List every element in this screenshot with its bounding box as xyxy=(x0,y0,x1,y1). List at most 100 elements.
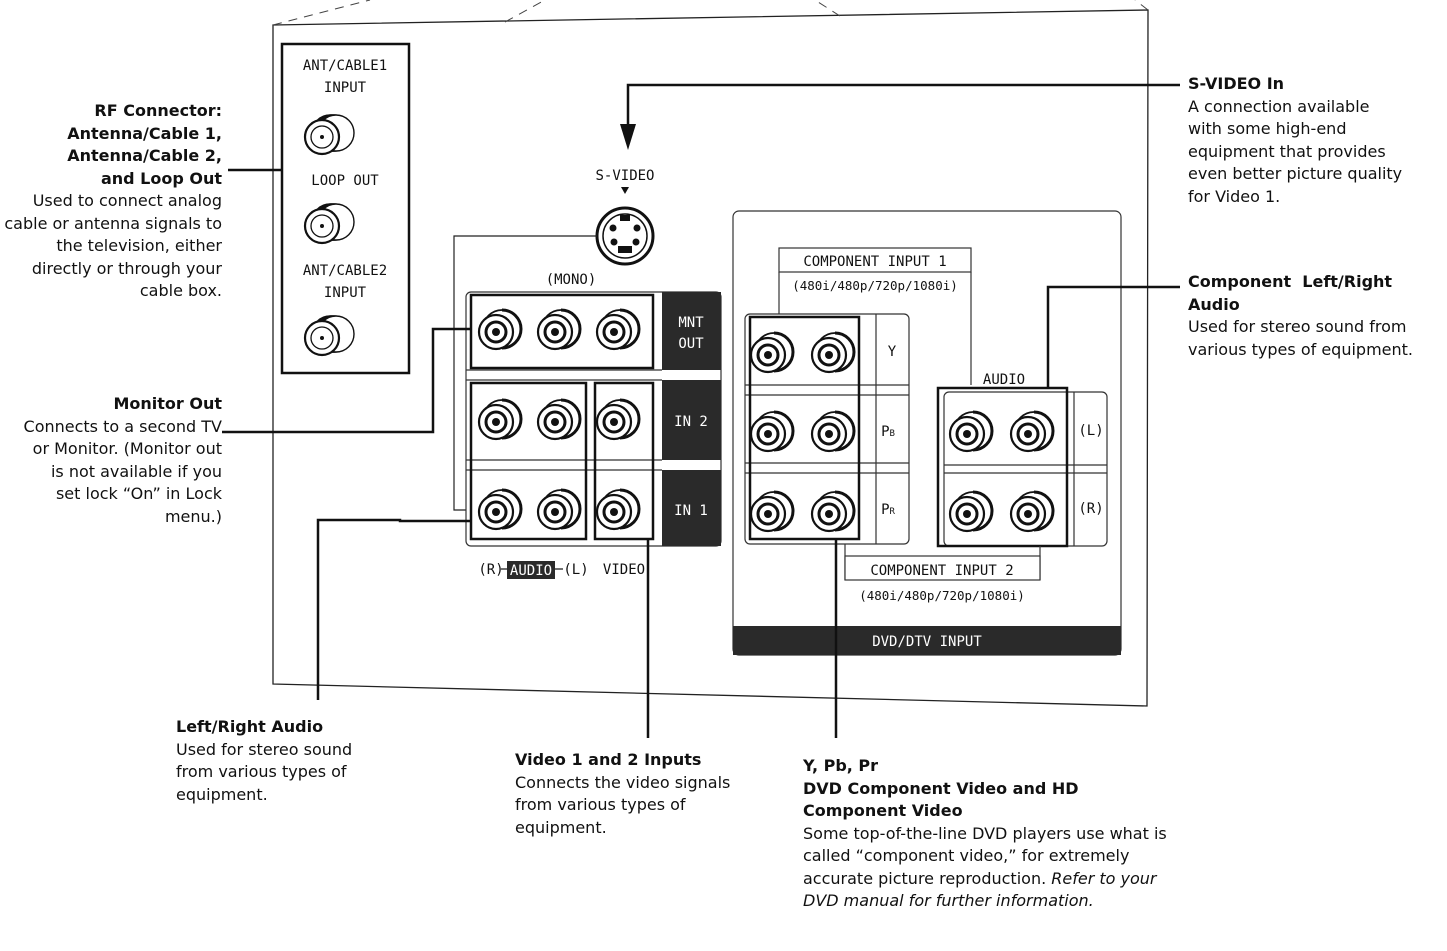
s-video-arrow-marker xyxy=(621,187,629,194)
rca-jack-icon xyxy=(477,308,523,351)
pb-label: PB xyxy=(881,424,895,440)
lr-audio-title: Left/Right Audio xyxy=(176,717,324,736)
pb-sub: B xyxy=(890,429,895,439)
rf-title-4: and Loop Out xyxy=(100,168,222,188)
audio-r-label: (R) xyxy=(478,562,503,578)
component-input-1-label: COMPONENT INPUT 1 xyxy=(803,254,946,270)
monitor-out-highlight xyxy=(469,293,655,370)
ypbpr-highlight xyxy=(748,315,861,541)
video-inputs-desc: Connects the video signals from various … xyxy=(515,772,731,837)
rca-jack-icon xyxy=(810,410,856,453)
pr-letter: P xyxy=(881,502,889,518)
ant-cable2-label-1: ANT/CABLE2 xyxy=(303,263,387,279)
rca-jack-icon xyxy=(749,410,795,453)
ant-cable1-label-2: INPUT xyxy=(324,80,367,96)
rca-jack-icon xyxy=(810,331,856,374)
f-connector-icon xyxy=(303,203,355,245)
rf-desc: Used to connect analog cable or antenna … xyxy=(4,191,222,300)
component-audio-title: Component Left/Right Audio xyxy=(1188,272,1398,314)
dvd-dtv-label: DVD/DTV INPUT xyxy=(872,634,982,650)
rf-title-3: Antenna/Cable 2, xyxy=(67,146,222,165)
in1-label: IN 1 xyxy=(674,503,708,519)
video-highlight xyxy=(593,381,655,541)
loop-out-label: LOOP OUT xyxy=(311,173,379,189)
s-video-label: S-VIDEO xyxy=(595,168,654,184)
ypbpr-desc-italic: Refer to your DVD manual for further inf… xyxy=(803,868,1157,911)
mnt-out-tab xyxy=(662,292,721,370)
rca-jack-icon xyxy=(536,398,582,441)
component-video-jacks xyxy=(749,331,856,533)
rca-jack-icon xyxy=(749,490,795,533)
rca-jack-icon xyxy=(477,398,523,441)
in2-tab xyxy=(662,380,721,460)
monitor-out-desc: Connects to a second TV or Monitor. (Mon… xyxy=(23,416,222,526)
component-audio-highlight xyxy=(936,386,1069,548)
mono-label: (MONO) xyxy=(546,272,597,288)
component-audio-desc: Used for stereo sound from various types… xyxy=(1188,317,1413,359)
audio-l-label: (L) xyxy=(563,562,588,578)
s-video-in-desc: A connection available with some high-en… xyxy=(1188,96,1403,206)
y-label: Y xyxy=(888,344,897,360)
ant-cable2-label-2: INPUT xyxy=(324,285,367,301)
rca-jack-icon xyxy=(749,331,795,374)
lr-audio-desc: Used for stereo sound from various types… xyxy=(176,739,353,804)
component-input-1-res: (480i/480p/720p/1080i) xyxy=(792,278,958,293)
callout-ypbpr: Y, Pb, Pr DVD Component Video and HD Com… xyxy=(803,755,1178,913)
rf-jacks xyxy=(303,114,355,357)
pr-sub: R xyxy=(890,507,896,517)
f-connector-icon xyxy=(303,315,355,357)
callout-component-audio: Component Left/Right Audio Used for ster… xyxy=(1188,271,1433,361)
s-video-callout-arrowhead xyxy=(620,124,636,150)
audio-right-label: AUDIO xyxy=(983,372,1025,388)
component-input-2-res: (480i/480p/720p/1080i) xyxy=(859,588,1025,603)
callout-rf-connector: RF Connector: Antenna/Cable 1, Antenna/C… xyxy=(0,100,222,303)
callout-video-inputs: Video 1 and 2 Inputs Connects the video … xyxy=(515,749,755,839)
callout-monitor-out: Monitor Out Connects to a second TV or M… xyxy=(22,393,222,528)
callout-s-video-in: S-VIDEO In A connection available with s… xyxy=(1188,73,1408,208)
s-video-in-title: S-VIDEO In xyxy=(1188,74,1285,93)
rf-title-1: RF Connector: xyxy=(94,101,222,120)
f-connector-icon xyxy=(303,114,355,156)
rca-jack-icon xyxy=(595,488,641,531)
rca-jack-icon xyxy=(595,398,641,441)
component-audio-jacks xyxy=(948,410,1055,533)
ypbpr-title-2: DVD Component Video and HD Component Vid… xyxy=(803,778,1079,821)
rca-jack-icon xyxy=(948,410,994,453)
rca-jack-icon xyxy=(595,308,641,351)
monitor-out-title: Monitor Out xyxy=(113,394,222,413)
audio-label: AUDIO xyxy=(510,563,552,579)
pb-letter: P xyxy=(881,424,889,440)
rca-jack-icon xyxy=(536,488,582,531)
ypbpr-title-1: Y, Pb, Pr xyxy=(803,756,879,775)
out-label: OUT xyxy=(678,336,704,352)
in2-label: IN 2 xyxy=(674,414,708,430)
left-jacks xyxy=(477,308,641,531)
callout-leader-lines xyxy=(222,83,1180,738)
r-label: (R) xyxy=(1078,501,1103,517)
video-inputs-title: Video 1 and 2 Inputs xyxy=(515,750,702,769)
dvd-dtv-bar xyxy=(733,626,1121,655)
audio-label-bg xyxy=(507,561,555,579)
pr-label: PR xyxy=(881,502,895,518)
ant-cable1-label-1: ANT/CABLE1 xyxy=(303,58,387,74)
rf-connector-box xyxy=(280,42,411,375)
rca-jack-icon xyxy=(1009,490,1055,533)
mono-bracket xyxy=(453,235,597,511)
ypbpr-desc: Some top-of-the-line DVD players use wha… xyxy=(803,823,1167,888)
rf-title-2: Antenna/Cable 1, xyxy=(67,123,222,143)
rca-jack-icon xyxy=(948,490,994,533)
audio-highlight xyxy=(469,381,588,541)
in1-tab xyxy=(662,470,721,546)
callout-lr-audio: Left/Right Audio Used for stereo sound f… xyxy=(176,716,371,806)
ypbpr-desc-wrap: Some top-of-the-line DVD players use wha… xyxy=(803,823,1178,913)
l-label: (L) xyxy=(1078,423,1103,439)
perspective-dashes xyxy=(272,0,1149,26)
component-input-2-label: COMPONENT INPUT 2 xyxy=(870,563,1013,579)
mnt-label: MNT xyxy=(678,315,704,331)
s-video-jack xyxy=(595,206,655,266)
rca-jack-icon xyxy=(536,308,582,351)
video-label: VIDEO xyxy=(603,562,645,578)
rca-jack-icon xyxy=(810,490,856,533)
rca-jack-icon xyxy=(477,488,523,531)
